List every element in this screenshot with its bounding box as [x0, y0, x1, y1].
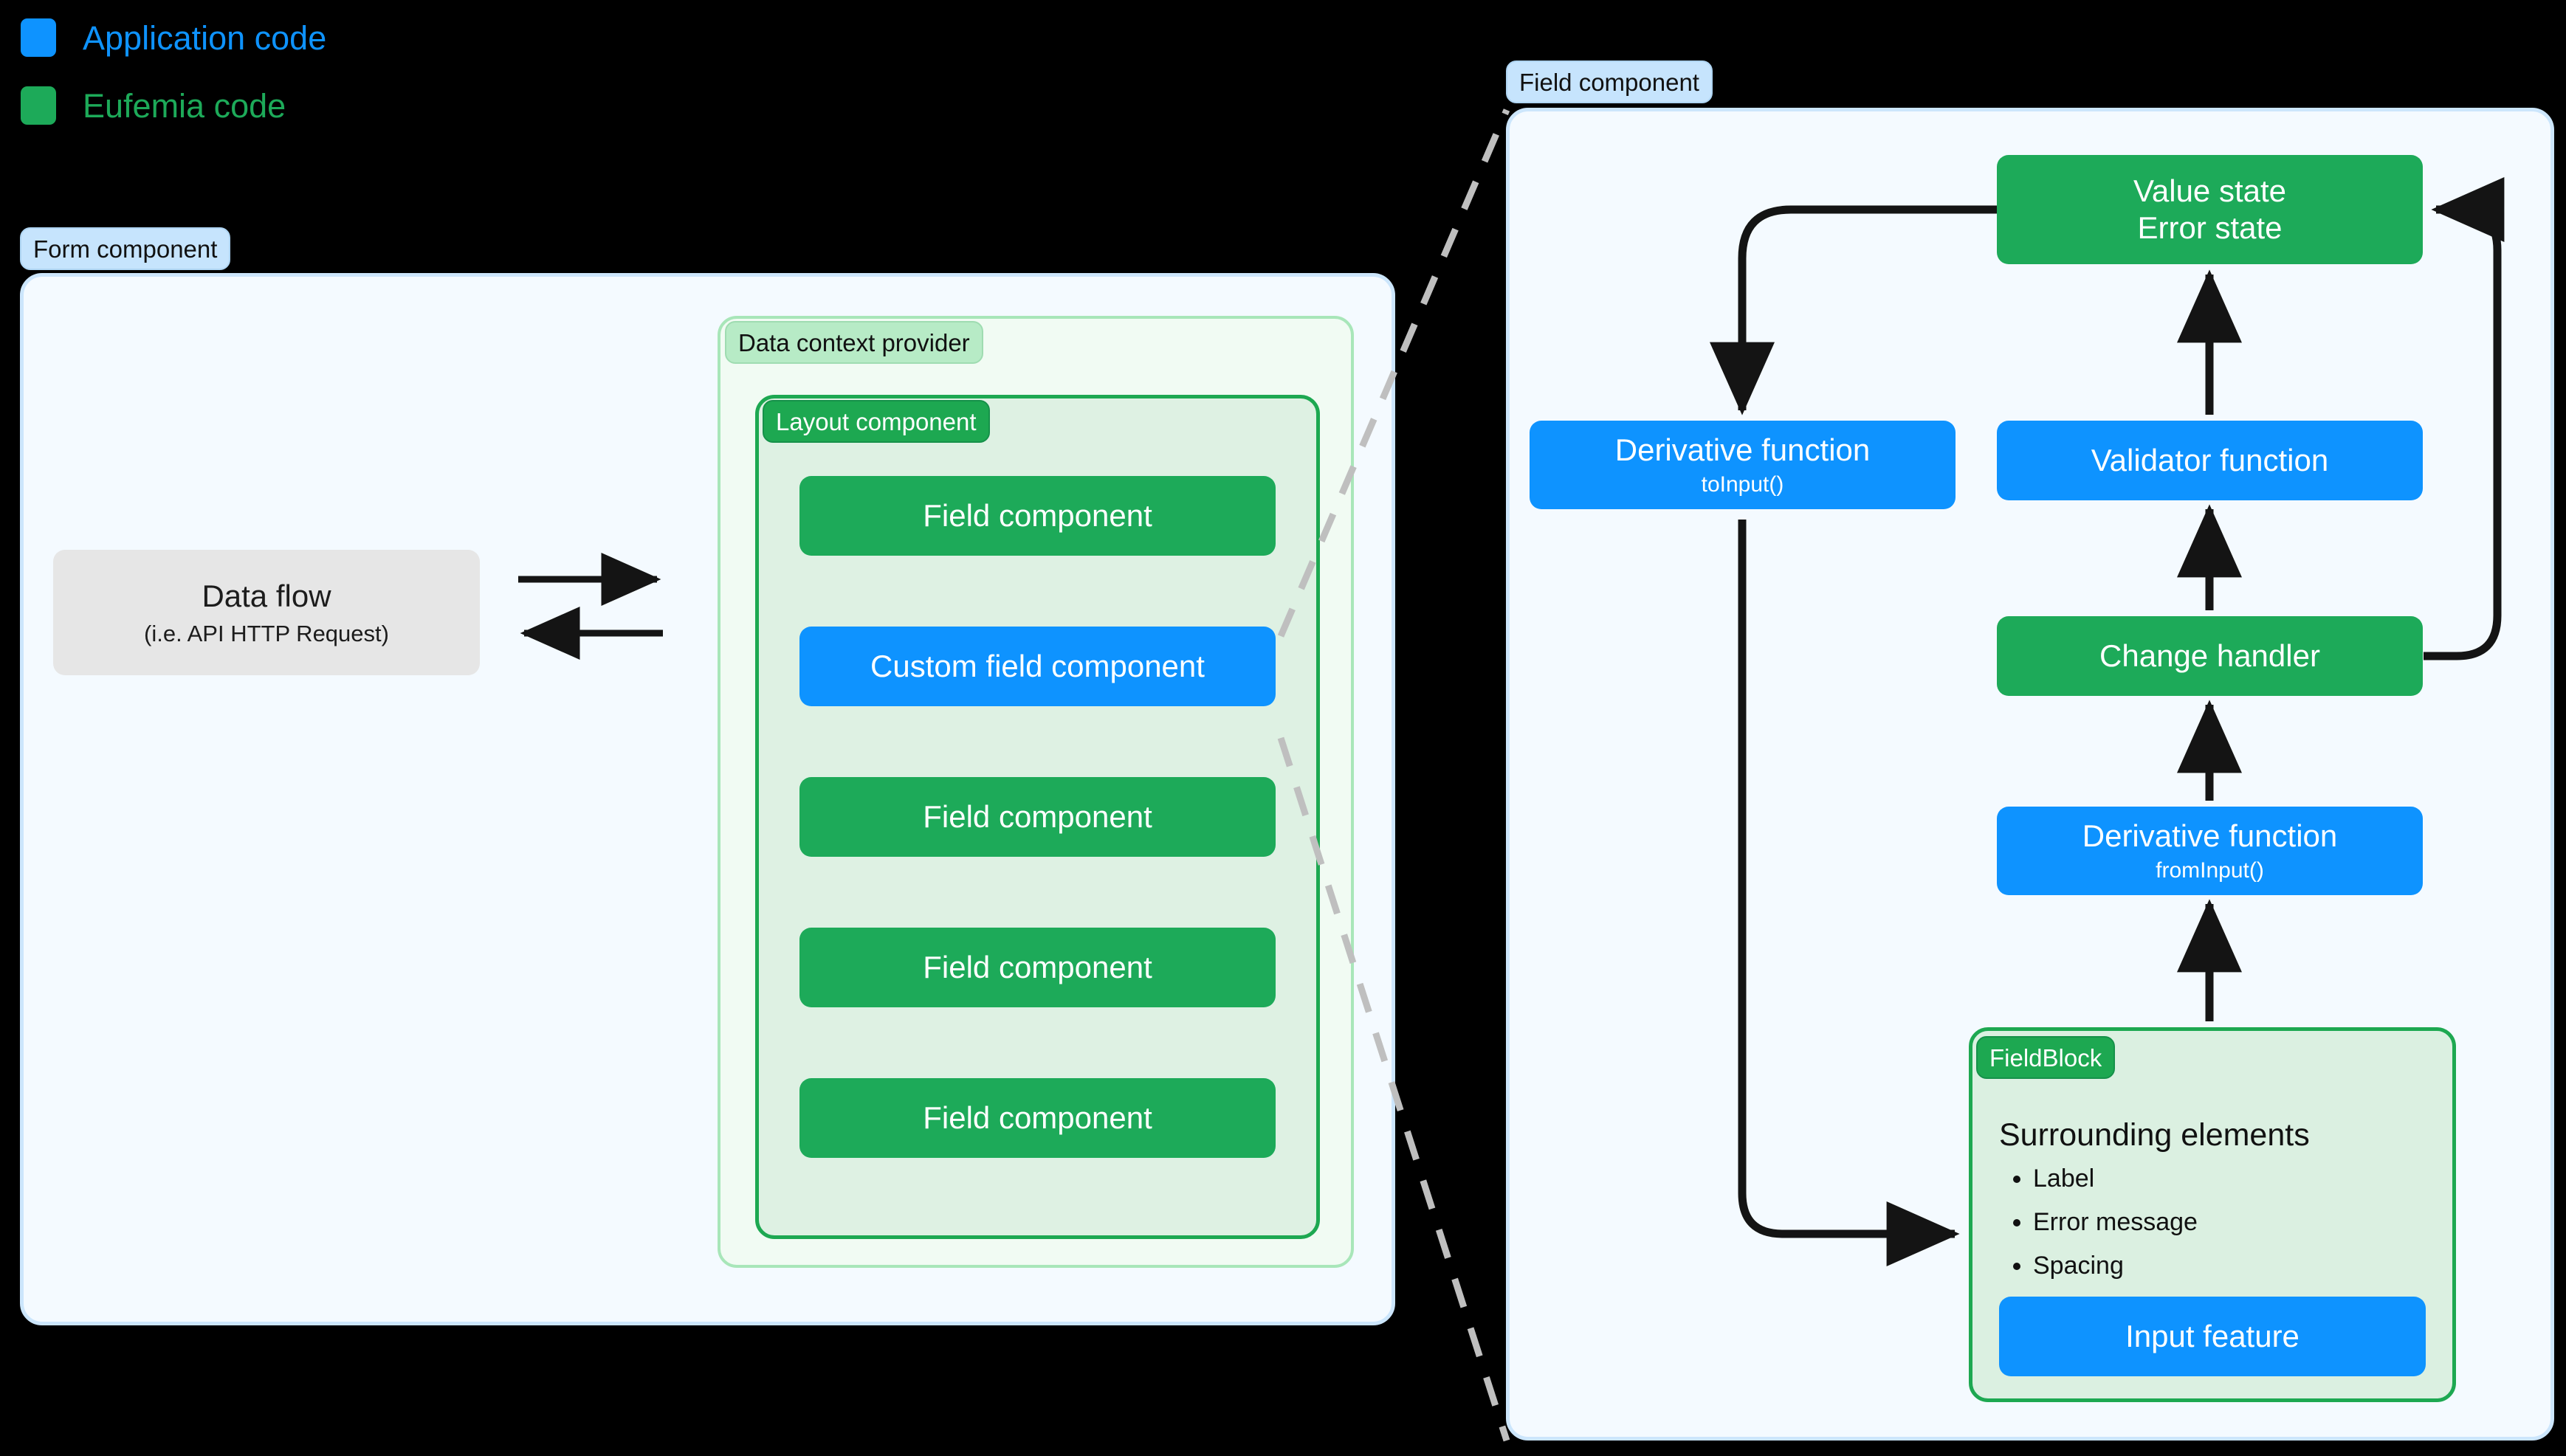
- layout-component-tag: Layout component: [763, 400, 990, 443]
- custom-field-component-label: Custom field component: [870, 649, 1205, 684]
- field-component-box[interactable]: Field component: [799, 777, 1276, 857]
- data-flow-title: Data flow: [202, 579, 331, 614]
- surrounding-elements-list: Label Error message Spacing: [1999, 1166, 2198, 1297]
- square-swatch-icon: [21, 18, 56, 57]
- validator-function-box[interactable]: Validator function: [1997, 421, 2423, 500]
- field-component-box[interactable]: Field component: [799, 928, 1276, 1007]
- error-state-label: Error state: [2137, 210, 2283, 245]
- surrounding-elements-heading: Surrounding elements: [1999, 1117, 2310, 1153]
- square-swatch-icon: [21, 86, 56, 125]
- data-flow-box: Data flow (i.e. API HTTP Request): [53, 550, 480, 675]
- value-state-box[interactable]: Value state Error state: [1997, 155, 2423, 264]
- list-item: Spacing: [2033, 1253, 2198, 1278]
- fieldblock-tag: FieldBlock: [1976, 1036, 2116, 1079]
- derivative-function-subtitle: toInput(): [1701, 472, 1784, 497]
- list-item: Error message: [2033, 1210, 2198, 1235]
- legend: Application code Eufemia code: [21, 15, 326, 151]
- derivative-function-subtitle: fromInput(): [2156, 858, 2264, 883]
- change-handler-box[interactable]: Change handler: [1997, 616, 2423, 696]
- derivative-function-frominput-box[interactable]: Derivative function fromInput(): [1997, 807, 2423, 895]
- input-feature-box[interactable]: Input feature: [1999, 1297, 2426, 1376]
- legend-item-eufemia-code: Eufemia code: [21, 83, 326, 128]
- derivative-function-title: Derivative function: [1614, 432, 1871, 468]
- field-component-label: Field component: [923, 1100, 1152, 1136]
- field-component-label: Field component: [923, 950, 1152, 985]
- field-component-label: Field component: [923, 498, 1152, 534]
- field-component-box[interactable]: Field component: [799, 1078, 1276, 1158]
- derivative-function-title: Derivative function: [2082, 818, 2338, 854]
- input-feature-label: Input feature: [2125, 1319, 2300, 1354]
- field-component-box[interactable]: Field component: [799, 476, 1276, 556]
- custom-field-component-box[interactable]: Custom field component: [799, 627, 1276, 706]
- form-component-tag: Form component: [20, 227, 231, 270]
- validator-function-label: Validator function: [2091, 443, 2329, 478]
- legend-label: Application code: [83, 18, 327, 57]
- data-flow-subtitle: (i.e. API HTTP Request): [144, 620, 389, 646]
- legend-item-application-code: Application code: [21, 15, 326, 61]
- value-state-label: Value state: [2133, 173, 2287, 209]
- list-item: Label: [2033, 1166, 2198, 1191]
- change-handler-label: Change handler: [2099, 638, 2320, 674]
- field-component-label: Field component: [923, 799, 1152, 835]
- data-context-provider-tag: Data context provider: [725, 321, 983, 364]
- field-component-tag: Field component: [1506, 61, 1713, 103]
- derivative-function-toinput-box[interactable]: Derivative function toInput(): [1530, 421, 1956, 509]
- legend-label: Eufemia code: [83, 86, 286, 125]
